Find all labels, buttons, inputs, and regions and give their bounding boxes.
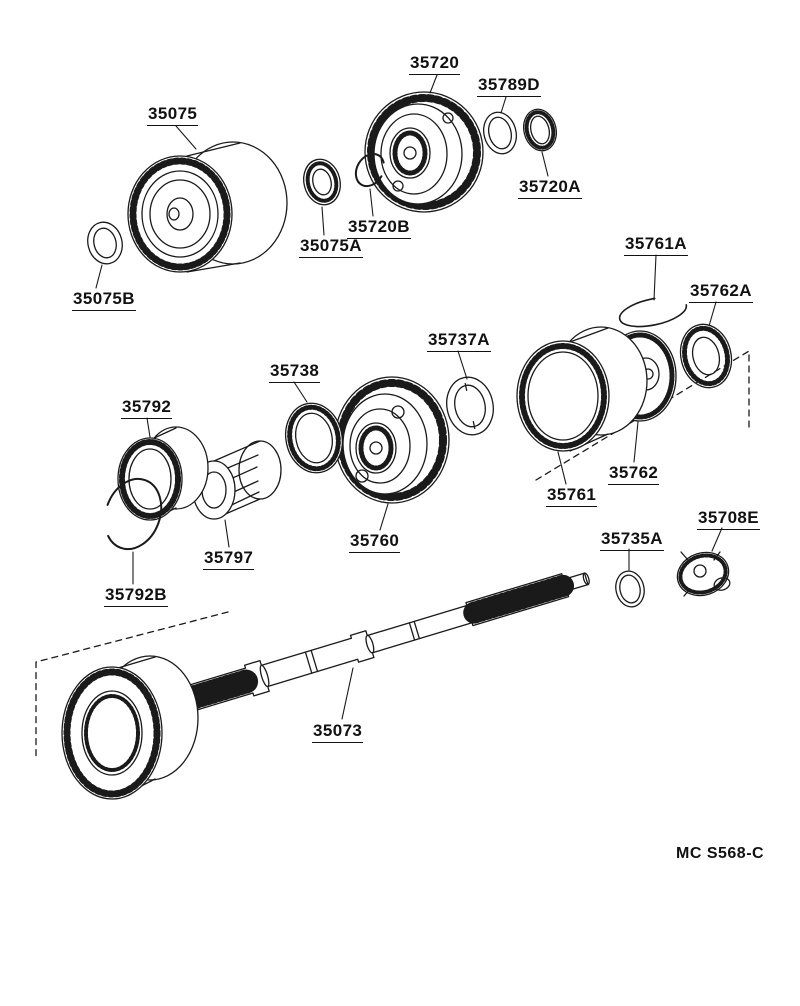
part-label-35738: 35738 <box>269 361 321 383</box>
part-ringgear-35073-end <box>61 655 199 800</box>
part-label-35073: 35073 <box>312 721 364 743</box>
part-drum-35761 <box>516 326 648 452</box>
part-label-35762A: 35762A <box>689 281 753 303</box>
part-label-35762: 35762 <box>608 463 660 485</box>
part-hub-35792 <box>117 426 209 521</box>
part-race-35075A <box>303 158 341 206</box>
part-label-35708E: 35708E <box>697 508 761 530</box>
part-snapring-35720B <box>354 152 386 188</box>
part-ring-35735A <box>615 570 645 608</box>
figure-code: MC S568-C <box>676 845 765 862</box>
part-label-35792: 35792 <box>121 397 173 419</box>
part-washer-35737A <box>446 376 494 436</box>
part-label-35720A: 35720A <box>518 177 582 199</box>
part-label-35720B: 35720B <box>347 217 411 239</box>
part-gear-35708E <box>676 551 731 597</box>
part-ring-35075B <box>87 221 123 265</box>
part-gear-35720 <box>364 91 484 213</box>
part-ring-35720A <box>523 108 557 152</box>
part-snapring-35792B <box>103 477 163 551</box>
part-label-35760: 35760 <box>349 531 401 553</box>
part-label-35735A: 35735A <box>600 529 664 551</box>
part-snapring-35761A <box>618 296 688 328</box>
part-ring-35789D <box>483 111 517 155</box>
part-drum-35075 <box>127 141 288 273</box>
part-label-35075: 35075 <box>147 104 199 126</box>
part-label-35737A: 35737A <box>427 330 491 352</box>
part-shaft-35073 <box>160 572 590 720</box>
part-label-35761A: 35761A <box>624 234 688 256</box>
assembly-axis-left <box>35 611 229 758</box>
part-label-35075A: 35075A <box>299 236 363 258</box>
assembly-axis-right <box>535 350 750 481</box>
part-label-35761: 35761 <box>546 485 598 507</box>
part-label-35789D: 35789D <box>477 75 541 97</box>
part-label-35797: 35797 <box>203 548 255 570</box>
part-label-35720: 35720 <box>409 53 461 75</box>
part-ring-35738 <box>285 402 343 474</box>
part-label-35792B: 35792B <box>104 585 168 607</box>
part-ring-35762A <box>679 323 733 389</box>
part-label-35075B: 35075B <box>72 289 136 311</box>
leader-lines <box>95 74 723 720</box>
part-gear-35760 <box>334 376 450 504</box>
